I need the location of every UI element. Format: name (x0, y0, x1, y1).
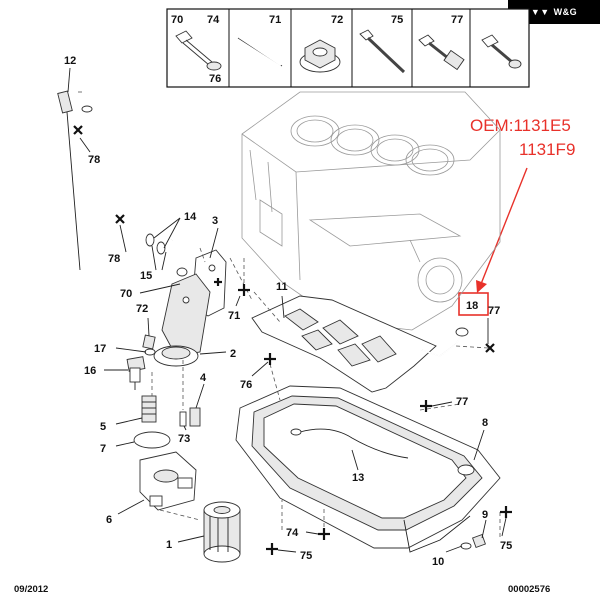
dashed-leader-lines (229, 257, 501, 540)
part-label-13: 13 (352, 472, 364, 484)
part-label-17: 17 (94, 343, 106, 355)
oem-annotation: OEM:1131E5 1131F9 18 (458, 116, 575, 316)
spacer-bolt-icon (418, 34, 465, 71)
header-cell-72: 72 (331, 14, 343, 26)
drain-plug (460, 534, 486, 550)
oem-line-2: 1131F9 (519, 140, 575, 159)
badge-text: W&G (553, 7, 578, 17)
part-label-3: 3 (212, 215, 218, 227)
long-bolt-icon (359, 29, 406, 74)
flange-bolt-icon (175, 30, 222, 71)
header-cell-70: 70 (171, 14, 183, 26)
oil-cooler (139, 451, 197, 511)
header-cell-74: 74 (207, 14, 220, 26)
fastener-plus-marker (264, 353, 276, 365)
oil-pickup-tube (421, 327, 469, 357)
stud-bolt-icon (237, 36, 283, 67)
short-bolt-icon (481, 34, 522, 69)
part-label-6: 6 (106, 514, 112, 526)
part-label-15: 15 (140, 270, 152, 282)
plug-73 (179, 411, 187, 427)
part-label-70: 70 (120, 288, 132, 300)
part-label-74: 74 (286, 527, 299, 539)
part-label-9: 9 (482, 509, 488, 521)
part-label-1: 1 (166, 539, 172, 551)
seal-ring (133, 431, 171, 449)
footer-date: 09/2012 (14, 584, 48, 595)
header-cell-71: 71 (269, 14, 281, 26)
part-label-78: 78 (88, 154, 100, 166)
header-cell-75: 75 (391, 14, 403, 26)
part-label-72: 72 (136, 303, 148, 315)
part-label-7: 7 (100, 443, 106, 455)
oil-filter-cartridge (203, 501, 241, 563)
part-label-2: 2 (230, 348, 236, 360)
fastener-plus-marker (500, 506, 512, 518)
oil-pressure-sensor (126, 356, 146, 390)
part-label-18: 18 (466, 300, 478, 312)
oil-baffle-plate (251, 295, 437, 393)
fastener-markers (73, 125, 512, 555)
threaded-adapter (141, 395, 157, 423)
header-sub-label-76: 76 (209, 73, 221, 85)
part-label-76: 76 (240, 379, 252, 391)
header-cell-77: 77 (451, 14, 463, 26)
part-label-75: 75 (500, 540, 512, 552)
fastener-plus-marker (214, 278, 222, 286)
fastener-x-marker (115, 214, 125, 224)
part-label-16: 16 (84, 365, 96, 377)
part-18-highlight-box (458, 292, 489, 316)
oem-line-1: OEM:1131E5 (470, 116, 571, 135)
fastener-plus-marker (266, 543, 278, 555)
header-parts-table: 70 74 71 72 75 77 76 (166, 8, 530, 88)
part-label-71: 71 (228, 310, 240, 322)
engine-block-outline (241, 91, 501, 331)
flange-nut-icon (299, 39, 341, 73)
gasket-72 (142, 334, 156, 350)
fastener-plus-marker (318, 528, 330, 540)
part-labels: 12 78 14 3 78 15 70 72 11 71 17 2 16 4 7… (64, 55, 512, 568)
part-label-77: 77 (488, 305, 500, 317)
oil-filter-housing (153, 249, 227, 367)
part-label-12: 12 (64, 55, 76, 67)
label-leader-lines (67, 67, 507, 553)
fastener-plus-marker (238, 284, 250, 296)
part-label-73: 73 (178, 433, 190, 445)
fastener-plus-marker (420, 400, 432, 412)
part-label-8: 8 (482, 417, 488, 429)
part-label-11: 11 (276, 281, 288, 293)
part-label-78: 78 (108, 253, 120, 265)
badge-logo-icon: ▼▼ (530, 7, 550, 17)
footer-doc-number: 00002576 (508, 584, 550, 595)
part-label-77: 77 (456, 396, 468, 408)
washer-17 (144, 348, 156, 356)
dipstick-assembly (57, 90, 173, 271)
plug-4 (189, 407, 201, 427)
oil-sump-pan (235, 385, 501, 553)
part-label-5: 5 (100, 421, 106, 433)
part-label-4: 4 (200, 372, 207, 384)
part-label-75: 75 (300, 550, 312, 562)
fastener-x-marker (485, 343, 495, 353)
part-label-14: 14 (184, 211, 197, 223)
oem-arrowhead-icon (476, 280, 487, 293)
part-label-10: 10 (432, 556, 444, 568)
oem-pointer-line (480, 167, 528, 285)
fastener-x-marker (73, 125, 83, 135)
